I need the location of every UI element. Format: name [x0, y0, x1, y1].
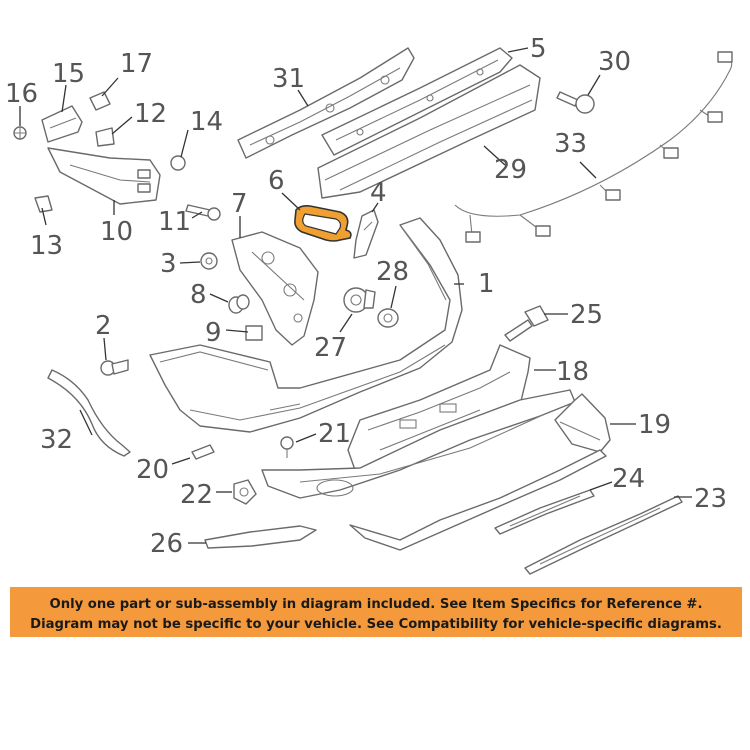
callout-10: 10 — [100, 217, 133, 247]
part-1-bumper-cover — [149, 217, 463, 433]
callout-4: 4 — [370, 178, 387, 208]
part-4-bracket — [353, 209, 379, 259]
callout-27: 27 — [314, 333, 347, 363]
part-11-bolt — [185, 204, 221, 221]
callout-7: 7 — [231, 189, 248, 219]
leader-lines — [19, 47, 692, 544]
part-19-garnish — [554, 393, 611, 453]
callout-8: 8 — [190, 280, 207, 310]
skid-plate — [261, 389, 576, 499]
callout-19: 19 — [638, 410, 671, 440]
lower-trim-strip — [349, 449, 607, 551]
callout-11: 11 — [158, 207, 191, 237]
parts-diagram: 1 2 3 4 5 6 7 8 9 10 11 12 13 14 15 16 1… — [5, 34, 733, 575]
disclaimer-line-1: Only one part or sub-assembly in diagram… — [49, 597, 703, 612]
callout-22: 22 — [180, 480, 213, 510]
callout-18: 18 — [556, 357, 589, 387]
part-6-highlighted-bracket — [294, 205, 352, 242]
part-14-grommet — [170, 155, 186, 171]
part-8-grommet — [228, 294, 250, 314]
part-17-nut — [89, 91, 111, 111]
callout-numbers: 1 2 3 4 5 6 7 8 9 10 11 12 13 14 15 16 1… — [5, 34, 727, 559]
part-15-bracket — [41, 105, 83, 143]
callout-17: 17 — [120, 49, 153, 79]
part-32-trim — [47, 369, 131, 457]
callout-15: 15 — [52, 59, 85, 89]
callout-24: 24 — [612, 464, 645, 494]
part-10-side-bracket — [47, 147, 161, 205]
disclaimer-banner: Only one part or sub-assembly in diagram… — [10, 587, 742, 637]
part-3-nut — [200, 252, 218, 270]
callout-3: 3 — [160, 249, 177, 279]
callout-28: 28 — [376, 257, 409, 287]
callout-29: 29 — [494, 155, 527, 185]
part-27-sensor-holder — [343, 287, 376, 313]
part-20-reflector — [191, 444, 215, 460]
callout-12: 12 — [134, 99, 167, 129]
part-24-molding — [494, 489, 595, 535]
part-25-sensor — [504, 305, 549, 342]
callout-26: 26 — [150, 529, 183, 559]
part-28-sensor — [377, 308, 399, 328]
callout-21: 21 — [318, 419, 351, 449]
part-9-clip — [245, 325, 263, 341]
callout-14: 14 — [190, 107, 223, 137]
callout-2: 2 — [95, 311, 112, 341]
part-2-screw — [100, 359, 129, 376]
callout-31: 31 — [272, 64, 305, 94]
part-7-bracket — [231, 231, 319, 346]
part-33-wiring-harness — [454, 51, 733, 243]
part-21-clip — [280, 436, 294, 458]
part-5-reinforcement — [321, 47, 513, 156]
callout-23: 23 — [694, 484, 727, 514]
part-29-impact-beam — [317, 64, 541, 199]
callout-33: 33 — [554, 129, 587, 159]
part-22-bracket — [233, 479, 257, 505]
callout-1: 1 — [478, 269, 495, 299]
callout-30: 30 — [598, 47, 631, 77]
callout-32: 32 — [40, 425, 73, 455]
part-26-molding — [204, 525, 317, 549]
callout-6: 6 — [268, 166, 285, 196]
callout-20: 20 — [136, 455, 169, 485]
part-16-screw — [13, 126, 27, 140]
callout-16: 16 — [5, 79, 38, 109]
callout-5: 5 — [530, 34, 547, 64]
callout-13: 13 — [30, 231, 63, 261]
part-12-clip — [95, 127, 115, 147]
callout-25: 25 — [570, 300, 603, 330]
part-30-bolt — [556, 91, 595, 114]
disclaimer-line-2: Diagram may not be specific to your vehi… — [30, 617, 722, 632]
part-13-screw — [34, 195, 53, 213]
part-23-molding — [524, 495, 683, 575]
callout-9: 9 — [205, 318, 222, 348]
part-31-bracket — [237, 47, 415, 159]
